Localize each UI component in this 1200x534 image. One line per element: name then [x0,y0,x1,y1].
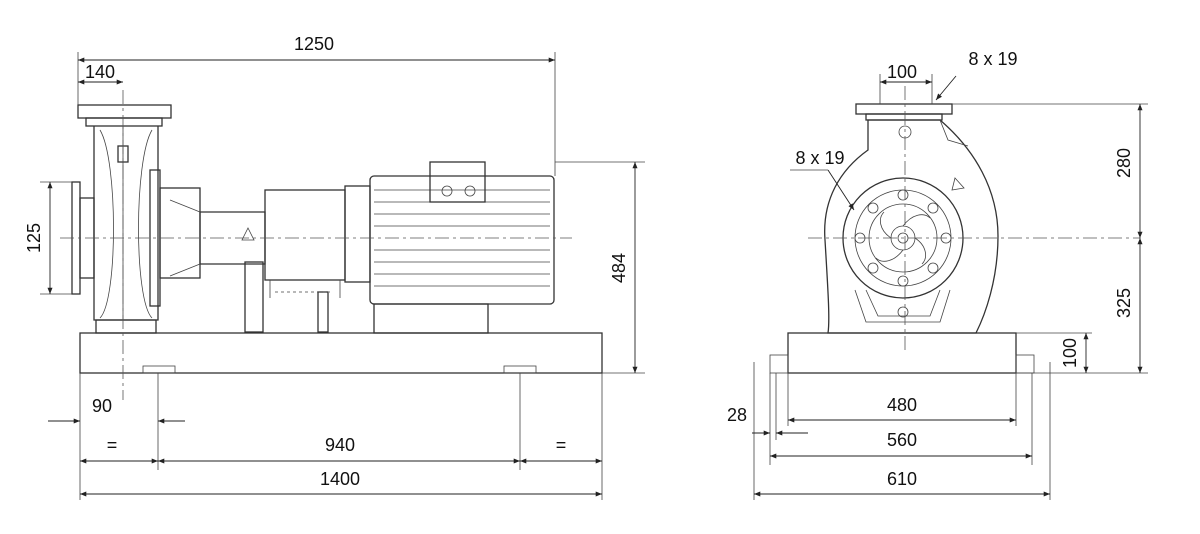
dim-inner-spacing: 480 [887,395,917,415]
end-foot-left [769,354,789,374]
end-base [787,332,1017,374]
dim-right-equal: = [556,435,567,455]
volute-casing [824,119,999,334]
dim-mounting-span: 940 [325,435,355,455]
side-view: 1250 140 125 484 90 = 940 = 1400 [24,34,645,500]
dim-outlet-height: 125 [24,223,44,253]
dim-upper-height: 280 [1114,148,1134,178]
dim-left-equal: = [107,435,118,455]
base-frame [79,332,603,374]
dim-outlet-width: 100 [887,62,917,82]
base-foot-right [503,365,537,374]
dim-overall-length: 1250 [294,34,334,54]
pump-casing [71,104,172,334]
dim-base-length: 1400 [320,469,360,489]
dim-base-height: 100 [1060,338,1080,368]
end-foot-right [1015,354,1035,374]
dim-outer-width: 610 [887,469,917,489]
dim-shaft-height: 325 [1114,288,1134,318]
dim-outlet-bolts: 8 x 19 [968,49,1017,69]
bearing-bracket [159,187,266,333]
end-dimensions [752,74,1148,500]
side-dimensions [40,52,645,500]
end-view: 100 8 x 19 8 x 19 280 325 100 28 480 560… [727,49,1148,500]
dim-middle-spacing: 560 [887,430,917,450]
dim-inlet-bolts: 8 x 19 [795,148,844,168]
dim-left-offset: 90 [92,396,112,416]
dim-slot-width: 28 [727,405,747,425]
dim-flange-offset: 140 [85,62,115,82]
dim-total-height: 484 [609,253,629,283]
motor [344,161,555,334]
base-foot-left [142,365,176,374]
end-outlet-flange [855,103,953,115]
coupling-guard [264,189,346,333]
